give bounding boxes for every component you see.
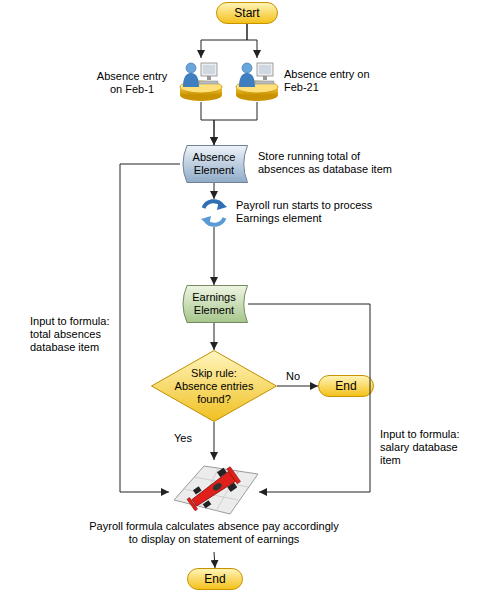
data-entry-node: Absence entry on Feb-21 xyxy=(234,58,280,102)
edge-label: Input to formula: salary database item xyxy=(380,428,472,467)
data-entry-icon xyxy=(180,63,222,101)
flow-connector xyxy=(201,24,247,58)
flow-connector xyxy=(277,386,318,387)
element-document: Earnings Element xyxy=(180,285,248,323)
cockpit xyxy=(211,481,223,492)
race-car-icon xyxy=(174,464,258,515)
node-text: Start xyxy=(217,7,277,20)
end-terminal: End xyxy=(187,568,243,590)
edge-label: Input to formula: total absences databas… xyxy=(30,315,118,354)
node-text: Skip rule: Absence entries found? xyxy=(171,367,257,406)
cycle-arrowhead xyxy=(217,200,227,210)
flow-connector xyxy=(214,422,215,460)
node-caption: Store running total of absences as datab… xyxy=(258,150,403,176)
node-text: Earnings Element xyxy=(187,291,241,317)
flow-connector xyxy=(201,102,214,145)
node-caption: Absence entry on Feb-21 xyxy=(284,68,384,94)
node-caption: Payroll run starts to process Earnings e… xyxy=(236,199,376,225)
decision-diamond: Skip rule: Absence entries found? xyxy=(151,350,277,422)
rear-wing xyxy=(227,467,241,484)
node-text: End xyxy=(319,380,373,393)
car-body xyxy=(191,470,238,508)
payroll-cycle-icon xyxy=(201,200,227,226)
flow-connector xyxy=(214,323,215,350)
node-caption: Absence entry on Feb-1 xyxy=(92,70,172,96)
payroll-formula-node: Payroll formula calculates absence pay a… xyxy=(169,460,259,552)
race-car xyxy=(184,464,242,515)
node-caption: Payroll formula calculates absence pay a… xyxy=(89,520,339,546)
document-shape xyxy=(183,286,248,323)
flow-connector xyxy=(214,183,215,199)
edge-label: No xyxy=(286,370,300,383)
flow-connector xyxy=(214,552,215,568)
data-entry-node: Absence entry on Feb-1 xyxy=(178,58,224,102)
cycle-arrowhead xyxy=(201,216,211,226)
flow-connector xyxy=(248,304,370,492)
flow-connector xyxy=(214,102,257,145)
diamond-shape xyxy=(152,351,277,422)
node-text: End xyxy=(188,573,242,586)
document-shape xyxy=(183,146,248,183)
start-terminal: Start xyxy=(216,2,278,24)
element-document: Absence ElementStore running total of ab… xyxy=(180,145,248,183)
data-entry-icon xyxy=(236,63,278,101)
payroll-run-node: Payroll run starts to process Earnings e… xyxy=(200,199,228,227)
flow-connector xyxy=(247,24,257,58)
flow-connector xyxy=(214,227,215,285)
track-plate xyxy=(174,466,258,514)
flow-connector xyxy=(120,164,180,492)
node-text: Absence Element xyxy=(187,151,241,177)
front-wing xyxy=(187,498,197,511)
edge-label: Yes xyxy=(174,432,192,445)
end-terminal: End xyxy=(318,375,374,397)
